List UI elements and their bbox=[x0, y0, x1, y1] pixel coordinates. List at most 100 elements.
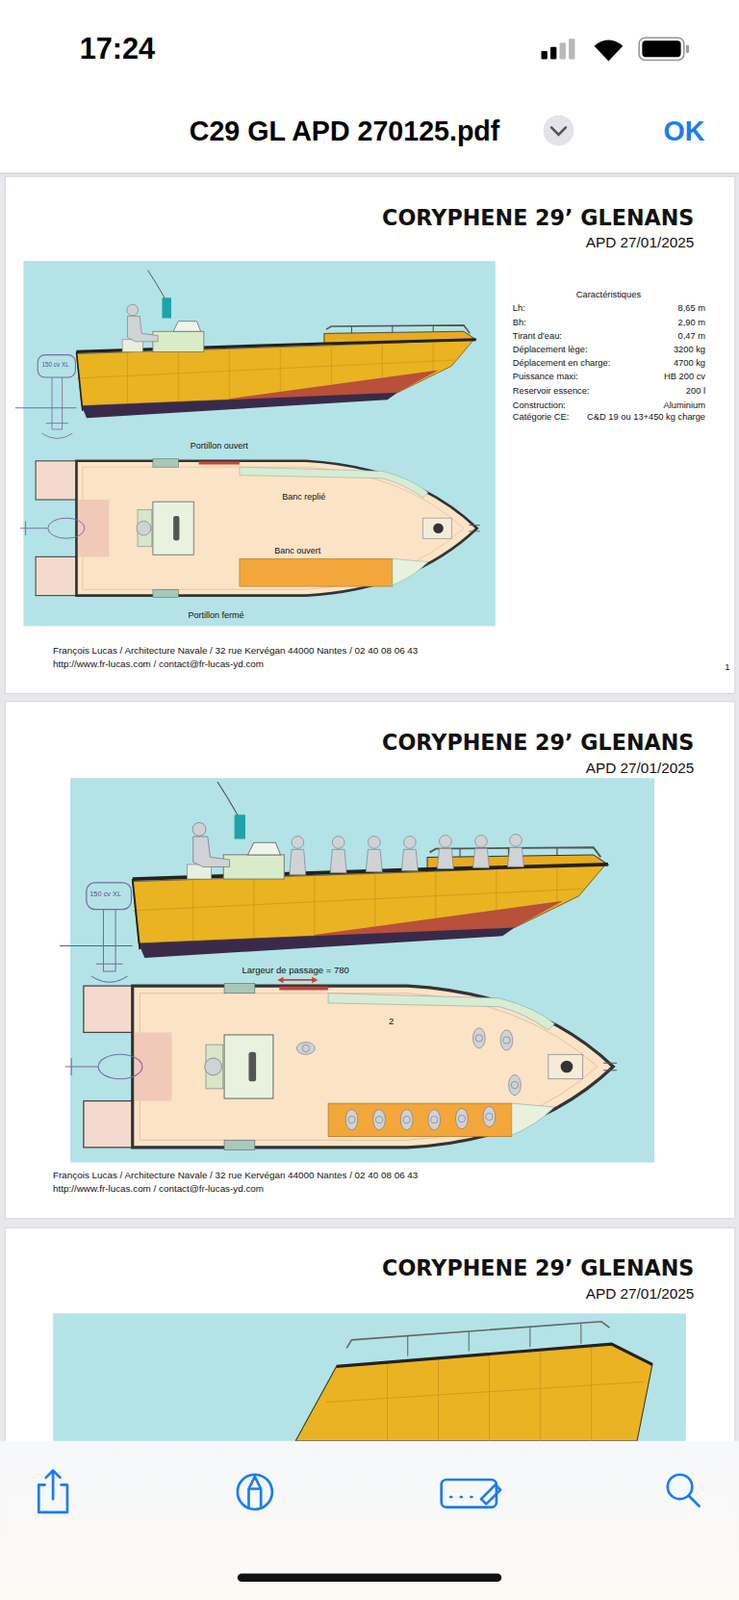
spec-value: HB 200 cv bbox=[663, 371, 706, 383]
footer-text: François Lucas / Architecture Navale / 3… bbox=[52, 1169, 418, 1181]
page-date: APD 27/01/2025 bbox=[586, 758, 695, 776]
spec-value: 0,47 m bbox=[678, 331, 706, 342]
footer-text-holder: François Lucas / Architecture Navale / 3… bbox=[52, 1169, 418, 1181]
page-date: APD 27/01/2025 bbox=[586, 1284, 695, 1302]
passengers-plan-part bbox=[375, 1115, 383, 1122]
page-illustration-part bbox=[65, 983, 617, 1150]
status-icons-part bbox=[560, 42, 566, 59]
callout-number: 2 bbox=[388, 1016, 394, 1027]
page-illustration-part bbox=[0, 173, 739, 175]
spec-value-holder: 2,90 m bbox=[678, 317, 706, 329]
spec-value-holder: Aluminium bbox=[663, 400, 706, 411]
file-title-holder: C29 GL APD 270125.pdf bbox=[189, 113, 501, 147]
table-heading: Caractéristiques bbox=[576, 290, 641, 302]
passengers-plan-part bbox=[428, 1108, 441, 1129]
passengers-plan-part bbox=[456, 1107, 469, 1128]
passengers-plan-part bbox=[302, 1044, 309, 1051]
drawing-label: Portillon ouvert bbox=[190, 440, 249, 452]
passengers-side-part bbox=[439, 835, 453, 848]
footer-text-holder: http://www.fr-lucas.com / contact@fr-luc… bbox=[52, 1182, 264, 1195]
drawing-label: Banc ouvert bbox=[274, 545, 321, 557]
callout-number-holder: 2 bbox=[388, 1016, 394, 1027]
toolbar-icons-part bbox=[237, 1474, 273, 1509]
spec-value-holder: 0,47 m bbox=[678, 331, 706, 342]
page-title: CORYPHENE 29’ GLENANS bbox=[382, 203, 694, 230]
passengers-plan-part bbox=[485, 1112, 493, 1120]
passengers-plan-part bbox=[373, 1108, 386, 1129]
passengers-side bbox=[289, 833, 525, 874]
spec-value-holder: HB 200 cv bbox=[663, 371, 706, 383]
dimension-label: Largeur de passage = 780 bbox=[242, 965, 350, 976]
spec-value-holder: 8,65 m bbox=[678, 303, 706, 314]
boat-bow-part bbox=[407, 1323, 582, 1356]
passengers-plan-part bbox=[510, 1080, 518, 1088]
page-date-holder: APD 27/01/2025 bbox=[586, 758, 695, 776]
passengers-plan-part bbox=[500, 1029, 513, 1050]
spec-name-holder: Déplacement en charge: bbox=[512, 358, 611, 370]
spec-value: Aluminium bbox=[663, 400, 706, 411]
drawing-label-holder: Portillon ouvert bbox=[190, 440, 249, 452]
boat-bow-part bbox=[295, 1343, 653, 1441]
spec-value: 4700 kg bbox=[673, 358, 706, 370]
spec-value-holder: 200 l bbox=[686, 385, 706, 397]
done-button-holder: OK bbox=[663, 113, 706, 147]
spec-value: 200 l bbox=[686, 385, 706, 397]
spec-name: Lh: bbox=[512, 303, 526, 314]
passengers-plan-part bbox=[345, 1108, 358, 1129]
menu-chevron-part bbox=[543, 115, 575, 147]
footer-text: François Lucas / Architecture Navale / 3… bbox=[52, 644, 418, 657]
footer-text-holder: http://www.fr-lucas.com / contact@fr-luc… bbox=[52, 658, 264, 670]
page-date: APD 27/01/2025 bbox=[586, 233, 695, 252]
menu-chevron-part bbox=[551, 127, 566, 134]
page-title-holder: CORYPHENE 29’ GLENANS bbox=[382, 203, 694, 230]
spec-name-holder: Reservoir essence: bbox=[512, 385, 590, 397]
passengers-side-part bbox=[403, 836, 416, 849]
page-number-holder: 1 bbox=[724, 661, 730, 672]
spec-name-holder: Bh: bbox=[512, 317, 527, 329]
passengers-side-part bbox=[436, 847, 454, 868]
passengers-plan-part bbox=[296, 1042, 315, 1055]
status-icons-part bbox=[594, 40, 624, 62]
page-illustration-part bbox=[0, 1440, 739, 1600]
page-title-holder: CORYPHENE 29’ GLENANS bbox=[382, 729, 694, 756]
drawing-label-holder: Banc replié bbox=[281, 490, 326, 502]
passengers-plan-part bbox=[473, 1027, 486, 1048]
spec-value-holder: C&D 19 ou 13+450 kg charge bbox=[586, 412, 706, 424]
passengers-plan-part bbox=[503, 1036, 510, 1044]
spec-name-holder: Déplacement lège: bbox=[512, 345, 588, 357]
spec-name: Bh: bbox=[512, 317, 527, 329]
spec-name-holder: Lh: bbox=[512, 303, 526, 314]
spec-name-holder: Puissance maxi: bbox=[512, 371, 579, 383]
spec-name: Catégorie CE: bbox=[512, 412, 570, 424]
spec-value: 8,65 m bbox=[678, 303, 706, 314]
toolbar-icons-part bbox=[46, 1469, 61, 1499]
boat-bow-part bbox=[346, 1321, 610, 1349]
status-icons-part bbox=[641, 40, 681, 57]
passengers-plan-part bbox=[348, 1115, 356, 1122]
page-illustration-part bbox=[20, 458, 481, 598]
drawing-label-holder: Banc ouvert bbox=[274, 545, 321, 557]
status-icons-part bbox=[550, 47, 557, 60]
toolbar-icons bbox=[38, 1469, 699, 1511]
boat-bow-part bbox=[336, 1343, 653, 1366]
done-button: OK bbox=[663, 113, 706, 147]
passengers-plan-part bbox=[403, 1115, 410, 1122]
status-icons-part bbox=[540, 50, 547, 59]
status-icons-part bbox=[686, 45, 689, 53]
home-indicator bbox=[237, 1572, 502, 1580]
dimension-arrow bbox=[277, 976, 318, 983]
engine-label: 150 cv XL bbox=[41, 360, 69, 369]
page-illustration-part bbox=[4, 701, 735, 1219]
page-illustration-part bbox=[59, 781, 609, 982]
toolbar-icons-part bbox=[248, 1476, 261, 1507]
spec-value: C&D 19 ou 13+450 kg charge bbox=[586, 412, 706, 424]
engine-label-holder: 150 cv XL bbox=[41, 360, 69, 369]
toolbar-icons-part bbox=[450, 1495, 472, 1499]
passengers-side-part bbox=[475, 835, 488, 848]
toolbar-icons-part bbox=[688, 1495, 700, 1506]
page-title: CORYPHENE 29’ GLENANS bbox=[382, 1253, 694, 1280]
spec-name-holder: Catégorie CE: bbox=[512, 412, 570, 424]
passengers-side-part bbox=[401, 848, 418, 870]
status-time-holder: 17:24 bbox=[79, 30, 156, 67]
